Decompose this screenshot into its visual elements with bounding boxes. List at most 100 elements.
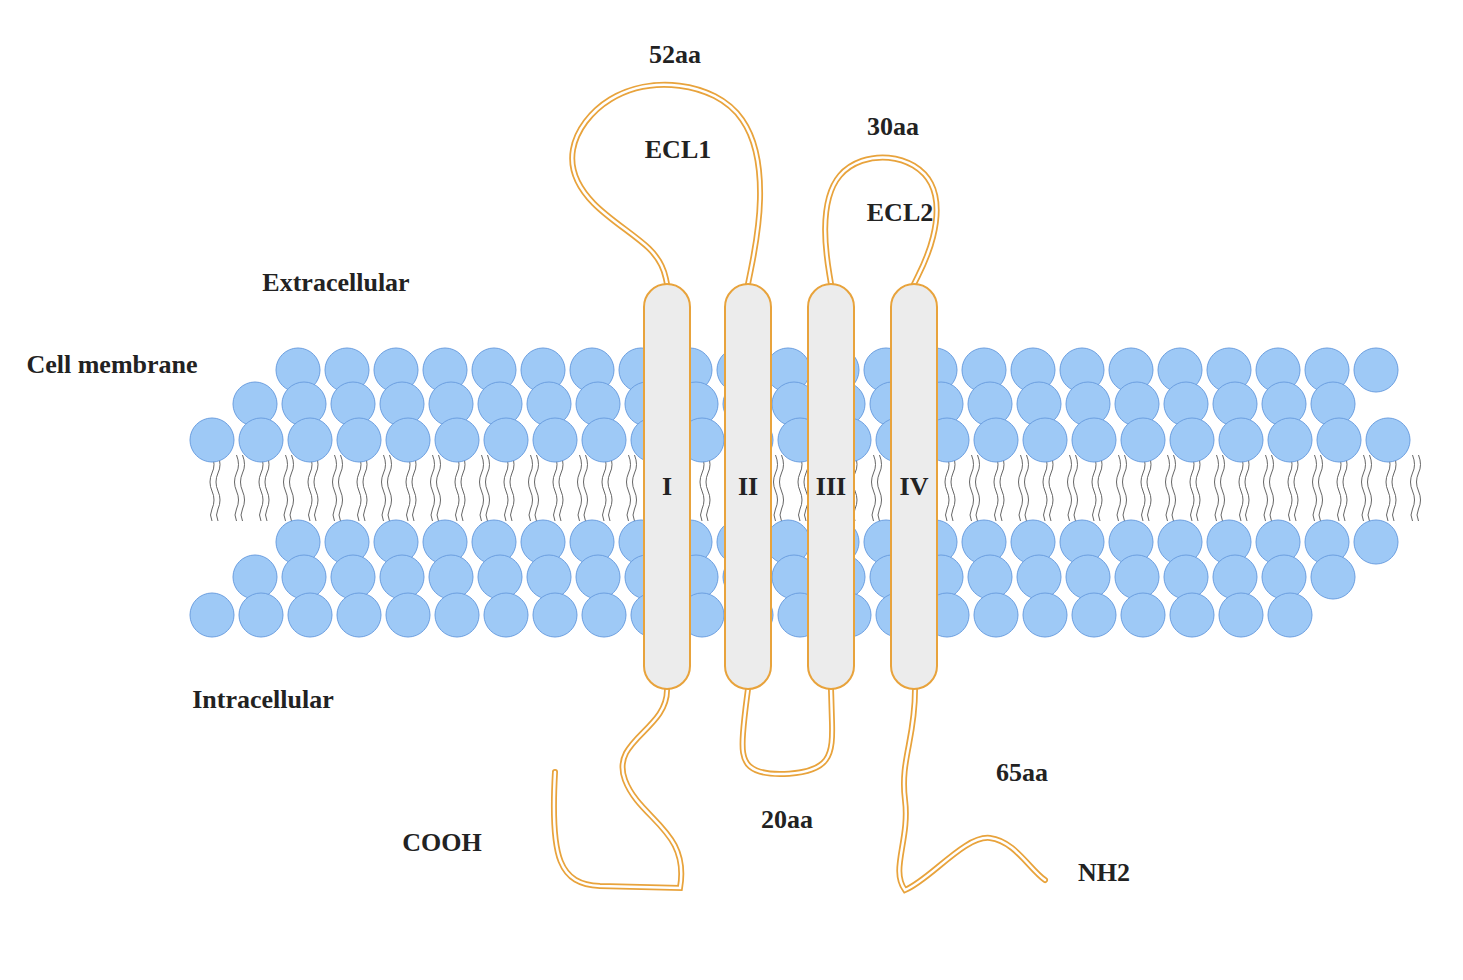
lipid-tail xyxy=(363,455,367,521)
lipid-tail xyxy=(382,455,386,521)
lipid-head xyxy=(1017,555,1061,599)
lipid-tail xyxy=(1123,455,1127,521)
lipid-head xyxy=(337,418,381,462)
lipid-tail xyxy=(1141,455,1145,521)
lipid-tail xyxy=(872,455,876,521)
lipid-tail xyxy=(578,455,582,521)
lipid-tail xyxy=(706,455,710,521)
lipid-tail xyxy=(1000,455,1004,521)
diagram-label: Cell membrane xyxy=(26,350,197,380)
lipid-tail xyxy=(553,455,557,521)
lipid-head xyxy=(1121,418,1165,462)
diagram-label: Extracellular xyxy=(262,268,409,298)
lipid-head xyxy=(1072,418,1116,462)
loop-group xyxy=(572,85,760,284)
lipid-tail xyxy=(1221,455,1225,521)
lipid-tail xyxy=(486,455,490,521)
lipid-head xyxy=(288,418,332,462)
lipid-head xyxy=(533,418,577,462)
lipid-head xyxy=(386,418,430,462)
lipid-head xyxy=(429,555,473,599)
lipid-head xyxy=(478,555,522,599)
lipid-tail xyxy=(627,455,631,521)
lipid-tail xyxy=(455,455,459,521)
protein-loop xyxy=(743,689,833,774)
lipid-head xyxy=(1311,555,1355,599)
lipid-tail xyxy=(1172,455,1176,521)
protein-loop xyxy=(572,85,760,284)
lipid-tail xyxy=(388,455,392,521)
lipid-head xyxy=(1268,593,1312,637)
helix-number: II xyxy=(738,472,758,502)
lipid-head xyxy=(484,418,528,462)
lipid-tail xyxy=(633,455,637,521)
lipid-tail xyxy=(284,455,288,521)
lipid-head xyxy=(435,418,479,462)
lipid-tail xyxy=(559,455,563,521)
lipid-head xyxy=(974,418,1018,462)
lipid-tail xyxy=(1313,455,1317,521)
lipid-tail xyxy=(1098,455,1102,521)
diagram-label: NH2 xyxy=(1078,858,1130,888)
lipid-tail xyxy=(308,455,312,521)
lipid-head xyxy=(1115,555,1159,599)
lipid-tail xyxy=(535,455,539,521)
n-terminal-tail xyxy=(899,690,1045,890)
lipid-head xyxy=(576,555,620,599)
diagram-label: 65aa xyxy=(996,758,1048,788)
lipid-tail xyxy=(780,455,784,521)
lipid-head xyxy=(233,555,277,599)
lipid-tail xyxy=(1019,455,1023,521)
lipid-head xyxy=(582,593,626,637)
lipid-head xyxy=(337,593,381,637)
lipid-head xyxy=(239,593,283,637)
lipid-tail xyxy=(1368,455,1372,521)
protein-loop-core xyxy=(743,689,833,774)
lipid-tail xyxy=(1196,455,1200,521)
lipid-tail xyxy=(412,455,416,521)
lipid-tail xyxy=(1417,455,1421,521)
lipid-tail xyxy=(608,455,612,521)
lipid-head xyxy=(190,593,234,637)
lipid-head xyxy=(380,555,424,599)
lipid-head xyxy=(386,593,430,637)
lipid-tail xyxy=(1343,455,1347,521)
lipid-head xyxy=(1066,555,1110,599)
lipid-head xyxy=(1023,418,1067,462)
lipid-tail xyxy=(1392,455,1396,521)
lipid-tail xyxy=(265,455,269,521)
lipid-tail xyxy=(1190,455,1194,521)
lipid-head xyxy=(190,418,234,462)
lipid-head xyxy=(239,418,283,462)
lipid-heads xyxy=(190,348,1410,637)
lipid-tail xyxy=(290,455,294,521)
loop-group xyxy=(743,689,833,774)
lipid-tail xyxy=(461,455,465,521)
lipid-tail xyxy=(878,455,882,521)
transmembrane-helix: I xyxy=(643,283,691,690)
lipid-tail xyxy=(584,455,588,521)
lipid-head xyxy=(1164,555,1208,599)
lipid-tail xyxy=(1337,455,1341,521)
helix-number: III xyxy=(816,472,846,502)
lipid-head xyxy=(1262,555,1306,599)
lipid-tail xyxy=(1264,455,1268,521)
lipid-head xyxy=(1268,418,1312,462)
lipid-head xyxy=(435,593,479,637)
lipid-tail xyxy=(774,455,778,521)
lipid-head xyxy=(1072,593,1116,637)
lipid-tail xyxy=(976,455,980,521)
lipid-tail xyxy=(314,455,318,521)
c-terminal-tail xyxy=(554,690,681,888)
lipid-head xyxy=(331,555,375,599)
lipid-head xyxy=(484,593,528,637)
lipid-tail xyxy=(1215,455,1219,521)
lipid-tail xyxy=(1049,455,1053,521)
lipid-tail xyxy=(1294,455,1298,521)
lipid-tail xyxy=(700,455,704,521)
lipid-tail xyxy=(339,455,343,521)
lipid-tail xyxy=(1043,455,1047,521)
lipid-tail xyxy=(951,455,955,521)
protein-loop-core xyxy=(572,85,760,284)
